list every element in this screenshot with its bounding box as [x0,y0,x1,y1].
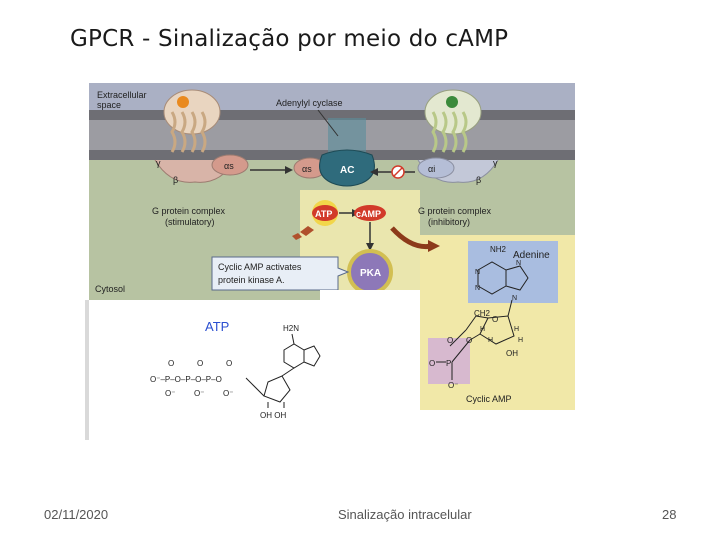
o-label: O [466,336,472,345]
callout-line-2: protein kinase A. [218,275,285,285]
callout-line-1: Cyclic AMP activates [218,262,302,272]
extracellular-label: Extracellular [97,90,147,100]
gprotein-stim-sub: (stimulatory) [165,217,215,227]
n-label: N [475,285,480,292]
o-minus-label: O⁻ [448,381,458,390]
page-number: 28 [662,507,676,522]
h-label: H [514,326,519,333]
atp-o-top: O [226,359,232,368]
atp-o-top: O [197,359,203,368]
cytosol-label: Cytosol [95,284,125,294]
gamma-label: γ [493,158,498,168]
gprotein-stim-label: G protein complex [152,206,226,216]
gprotein-inhib-sub: (inhibitory) [428,217,470,227]
atp-o-minus: O⁻ [194,389,204,398]
nh2-label: NH2 [490,245,507,254]
atp-o-minus: O⁻ [223,389,233,398]
atp-structure-label: ATP [205,319,229,334]
o-label: O [492,315,498,324]
n-label: N [516,260,521,267]
ac-label: AC [340,165,354,176]
ligand-icon [177,96,189,108]
alpha-s-bound-label: αs [302,164,312,174]
p-label: P [446,359,451,368]
atp-label: ATP [315,209,332,219]
ligand-icon [446,96,458,108]
alpha-s-label: αs [224,161,234,171]
h2n-label: H2N [283,324,299,333]
space-label: space [97,100,121,110]
atp-o-top: O [168,359,174,368]
n-label: N [475,269,480,276]
beta-label: β [173,175,178,185]
camp-label: cAMP [356,209,381,219]
camp-structure-label: Cyclic AMP [466,394,512,404]
footer-date: 02/11/2020 [44,507,108,522]
h-label: H [518,337,523,344]
oh-label: OH [506,349,518,358]
beta-label: β [476,175,481,185]
h-label: H [488,337,493,344]
gamma-label: γ [156,158,161,168]
h-label: H [480,326,485,333]
atp-phosphate-chain: O⁻–P–O–P–O–P–O [150,375,222,384]
gprotein-inhib-label: G protein complex [418,206,492,216]
ch2-label: CH2 [474,309,491,318]
alpha-i-label: αi [428,164,435,174]
footer-title: Sinalização intracelular [338,507,472,522]
o-label: O [429,359,435,368]
atp-o-minus: O⁻ [165,389,175,398]
o-label: O [447,336,453,345]
atp-oh-oh: OH OH [260,411,286,420]
pka-label: PKA [360,268,381,279]
n-label: N [512,295,517,302]
adenylyl-cyclase-label: Adenylyl cyclase [276,98,343,108]
